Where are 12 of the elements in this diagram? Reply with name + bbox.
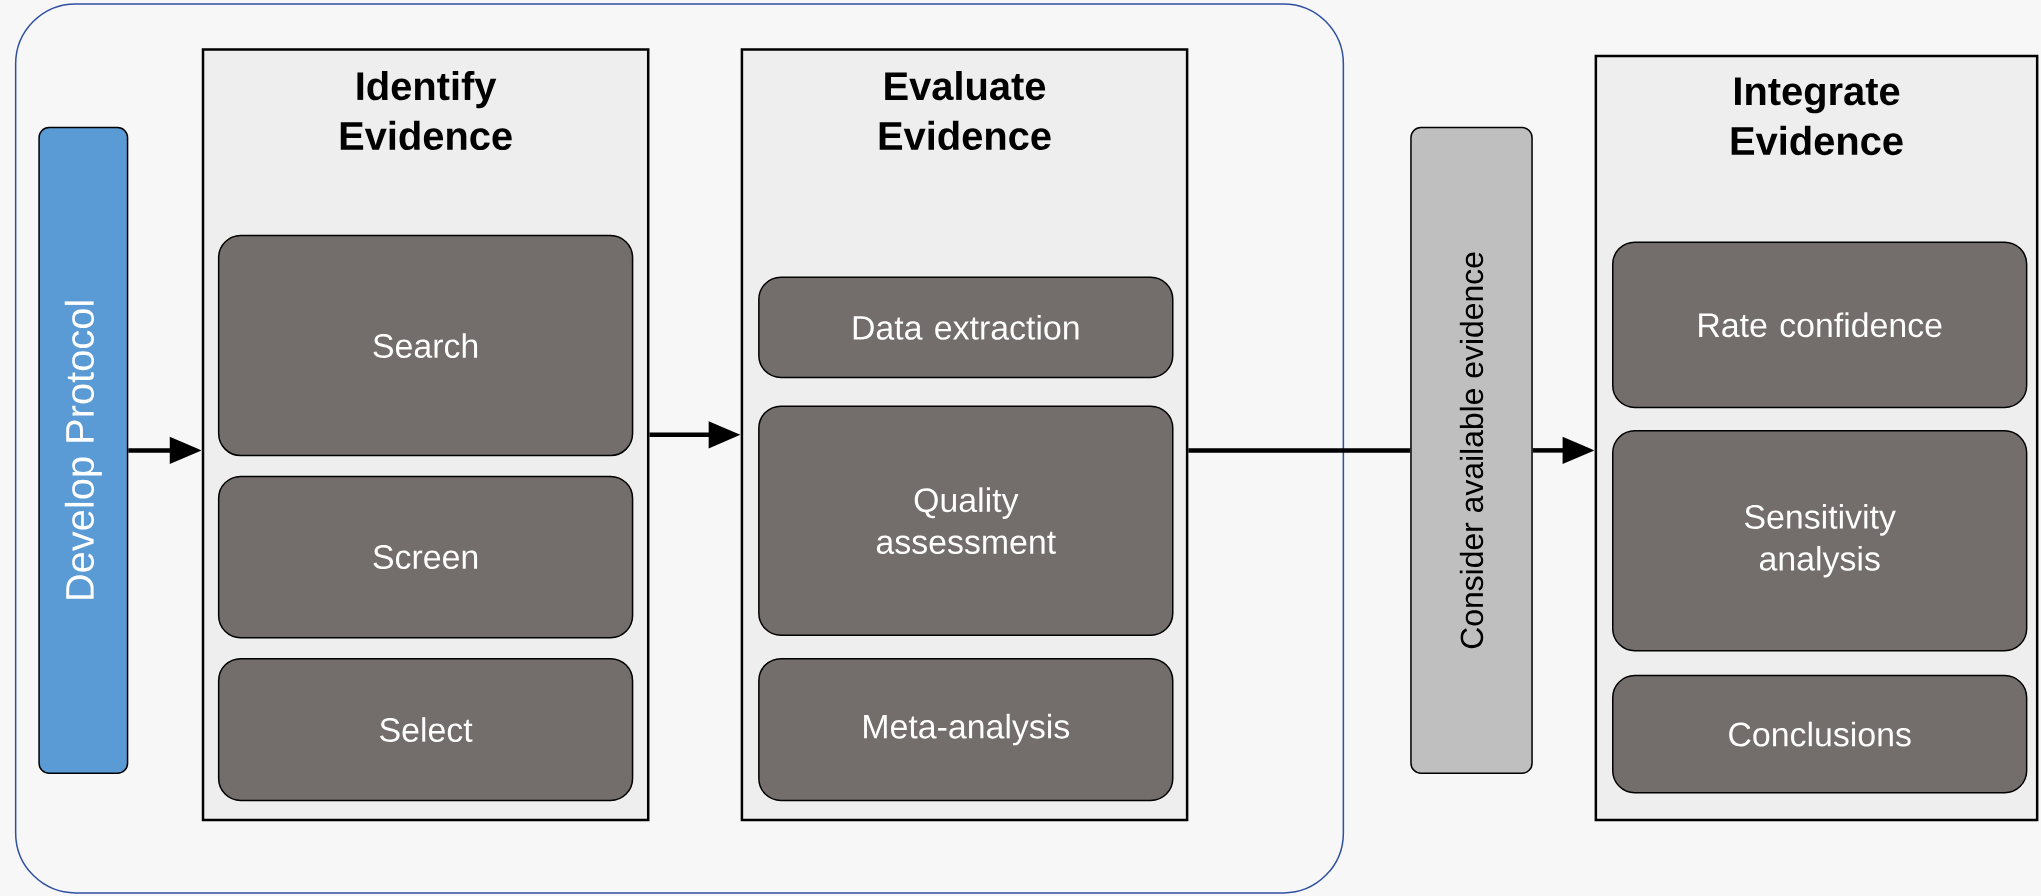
- step-box: Search: [217, 234, 634, 457]
- step-box: Screen: [217, 475, 634, 639]
- step-box: Data extraction: [758, 276, 1174, 379]
- step-box: Conclusions: [1612, 674, 2028, 794]
- step-box: Select: [217, 657, 634, 802]
- process-region: [14, 3, 1345, 894]
- vertical-bar: Consider available evidence: [1410, 126, 1533, 774]
- step-box: Quality assessment: [758, 405, 1174, 636]
- vertical-bar: Develop Protocol: [38, 126, 129, 774]
- step-box: Rate confidence: [1612, 241, 2028, 409]
- step-box: Meta-analysis: [758, 657, 1174, 802]
- step-box: Sensitivity analysis: [1612, 430, 2028, 652]
